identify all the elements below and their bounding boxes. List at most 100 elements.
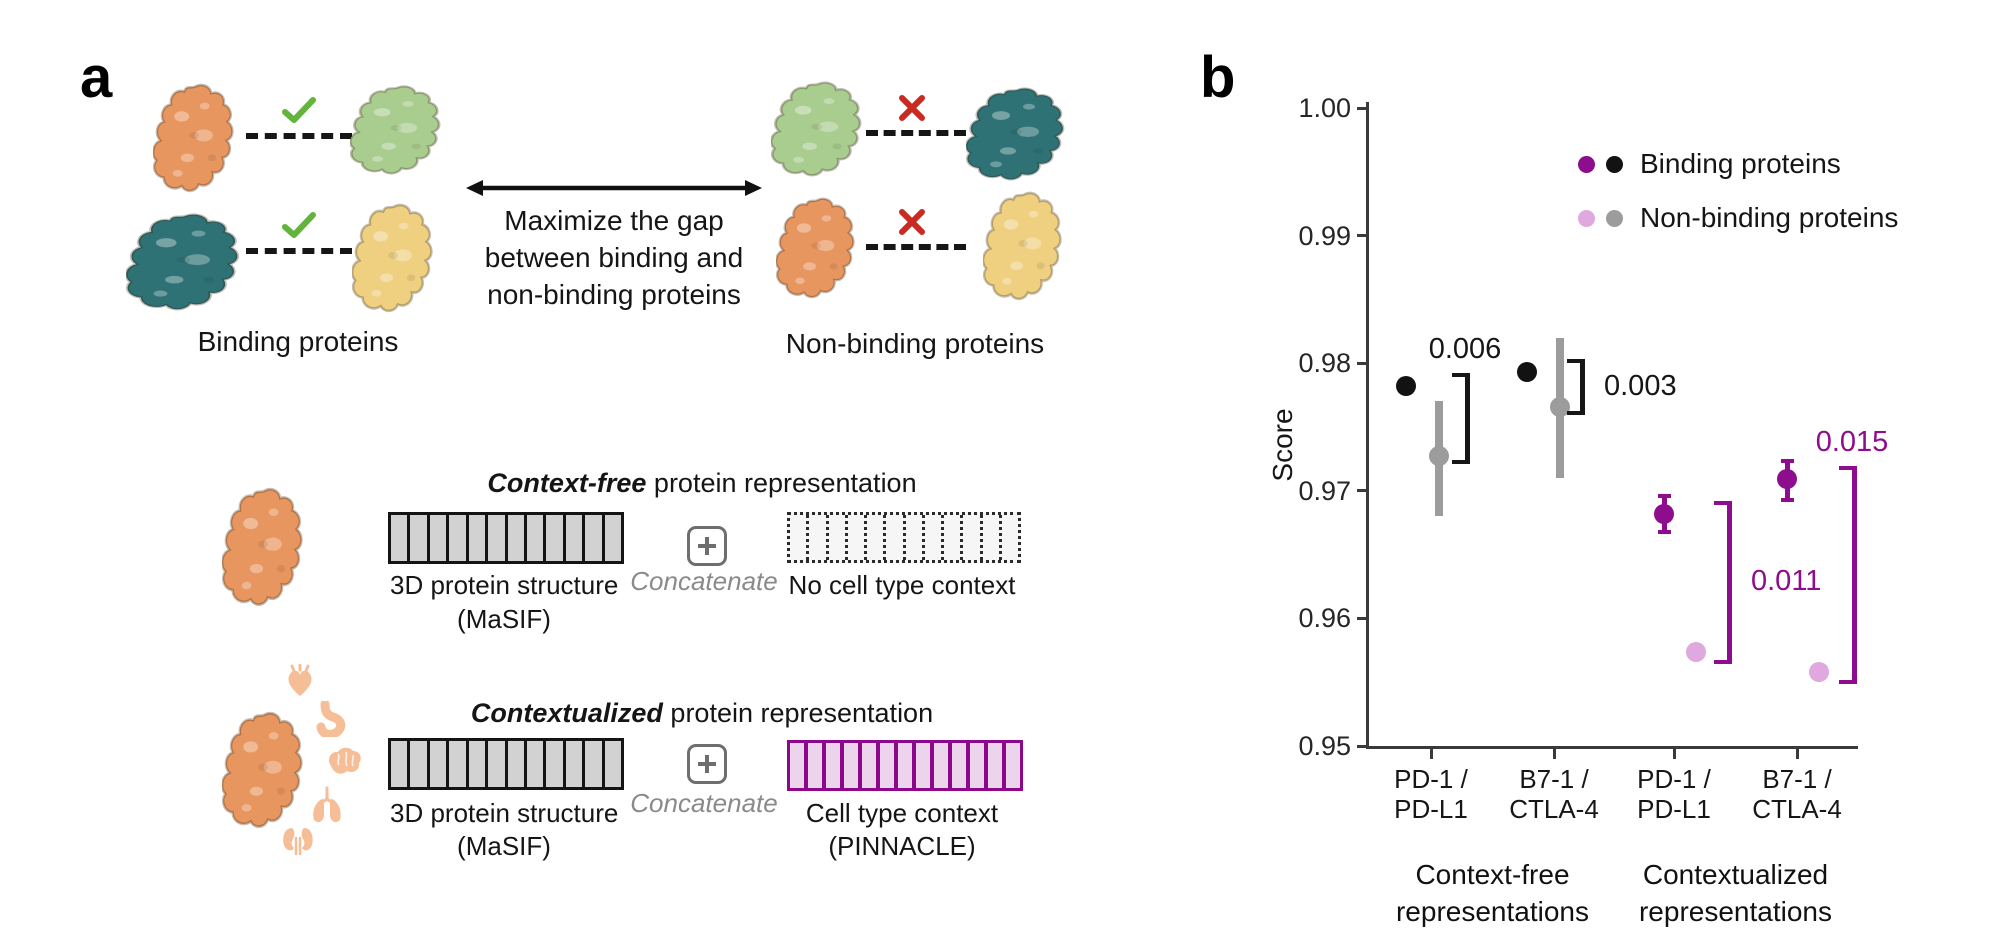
legend-entry-nonbinding: Non-binding proteins [1578,202,1898,233]
protein-orange-icon [153,83,234,193]
vector-cell [970,743,984,788]
structure-embedding-vector [388,738,624,790]
kidneys-icon [283,828,313,856]
gap-bracket-cap [1839,679,1852,684]
vector-cell [488,741,505,787]
no-context-label: No cell type context [788,570,1016,600]
vector-cell [526,741,544,787]
legend-label: Binding proteins [1640,148,1841,179]
error-bar-cap [1657,493,1671,498]
concatenate-label: Concatenate [630,788,778,818]
data-point [1517,362,1537,383]
vector-cell [944,515,964,560]
panel-b-label: b [1200,45,1236,110]
gap-value-label: 0.011 [1751,565,1822,598]
gap-bracket-cap [1567,359,1580,364]
vector-cell [526,515,544,561]
protein-orange-icon [776,197,855,299]
protein-yellow-icon [352,203,433,313]
y-tick-label: 0.97 [1298,475,1351,506]
nonbinding-dash-line [866,130,966,136]
gap-bracket [1727,500,1732,664]
protein-orange-icon [222,711,303,829]
structure-embedding-vector [388,512,624,564]
maximize-gap-text: Maximize the gap between binding and non… [484,205,744,310]
cell-type-context-vector [787,740,1023,791]
gap-bracket-cap [1714,659,1727,664]
gap-bracket [1852,466,1857,684]
vector-cell [829,515,848,560]
vector-cell [808,743,822,788]
pinnacle-label-line2: (PINNACLE) [828,831,976,861]
legend-dot-purple [1578,155,1595,173]
gap-value-label: 0.015 [1815,426,1889,459]
masif-label-line2: (MaSIF) [457,604,551,634]
protein-teal-icon [966,87,1065,181]
vector-cell [906,515,925,560]
vector-cell [983,515,1002,560]
error-bar-cap [1657,529,1671,534]
legend-dot-pink [1578,209,1595,227]
vector-cell [585,515,602,561]
vector-cell [826,743,840,788]
masif-label-line2: (MaSIF) [457,831,551,861]
error-bar-cap [1780,459,1794,464]
protein-teal-icon [126,212,240,311]
gap-bracket [1580,359,1585,415]
check-icon [282,97,316,123]
vector-cell [952,743,966,788]
x-tick-label: B7-1 /CTLA-4 [1509,764,1599,824]
vector-cell [880,743,894,788]
pinnacle-label-line1: Cell type context [805,798,999,828]
vector-cell [925,515,944,560]
vector-cell [507,741,524,787]
panel-a-label: a [80,45,113,110]
legend-entry-binding: Binding proteins [1578,148,1841,179]
vector-cell [604,741,622,787]
x-tick-mark [1795,749,1799,759]
binding-proteins-label: Binding proteins [197,326,399,357]
vector-cell [507,515,524,561]
vector-cell [790,515,810,560]
heart-icon [288,664,312,696]
protein-yellow-icon [983,191,1062,301]
brain-icon [328,747,361,774]
vector-cell [488,515,505,561]
data-point [1686,641,1706,662]
x-tick-label: PD-1 /PD-L1 [1637,764,1711,824]
no-context-embedding-vector [787,512,1021,563]
vector-cell [585,741,602,787]
vector-cell [429,741,447,787]
stomach-icon [316,701,346,737]
vector-cell [916,743,930,788]
binding-dash-line [246,133,352,139]
lungs-icon [313,786,341,823]
masif-label-line1: 3D protein structure [390,570,619,600]
vector-cell [546,741,563,787]
vector-cell [449,741,466,787]
vector-cell [790,743,804,788]
protein-green-icon [350,85,441,175]
nonbinding-dash-line [866,244,966,250]
concatenate-plus-icon [687,526,727,566]
vector-cell [1006,743,1020,788]
y-tick-mark [1357,744,1366,748]
nonbinding-proteins-label: Non-binding proteins [785,328,1045,359]
data-point [1429,446,1449,467]
vector-cell [391,515,408,561]
x-tick-mark [1672,749,1676,759]
y-tick-mark [1357,616,1366,620]
vector-cell [862,743,876,788]
protein-orange-icon [222,487,303,607]
y-tick-mark [1357,361,1366,365]
check-icon [282,212,316,238]
gap-bracket-cap [1839,466,1852,471]
gap-bracket [1465,373,1470,465]
y-tick-label: 0.99 [1298,220,1351,251]
x-tick-mark [1552,749,1556,759]
y-tick-mark [1357,106,1366,110]
vector-cell [898,743,912,788]
vector-cell [848,515,867,560]
